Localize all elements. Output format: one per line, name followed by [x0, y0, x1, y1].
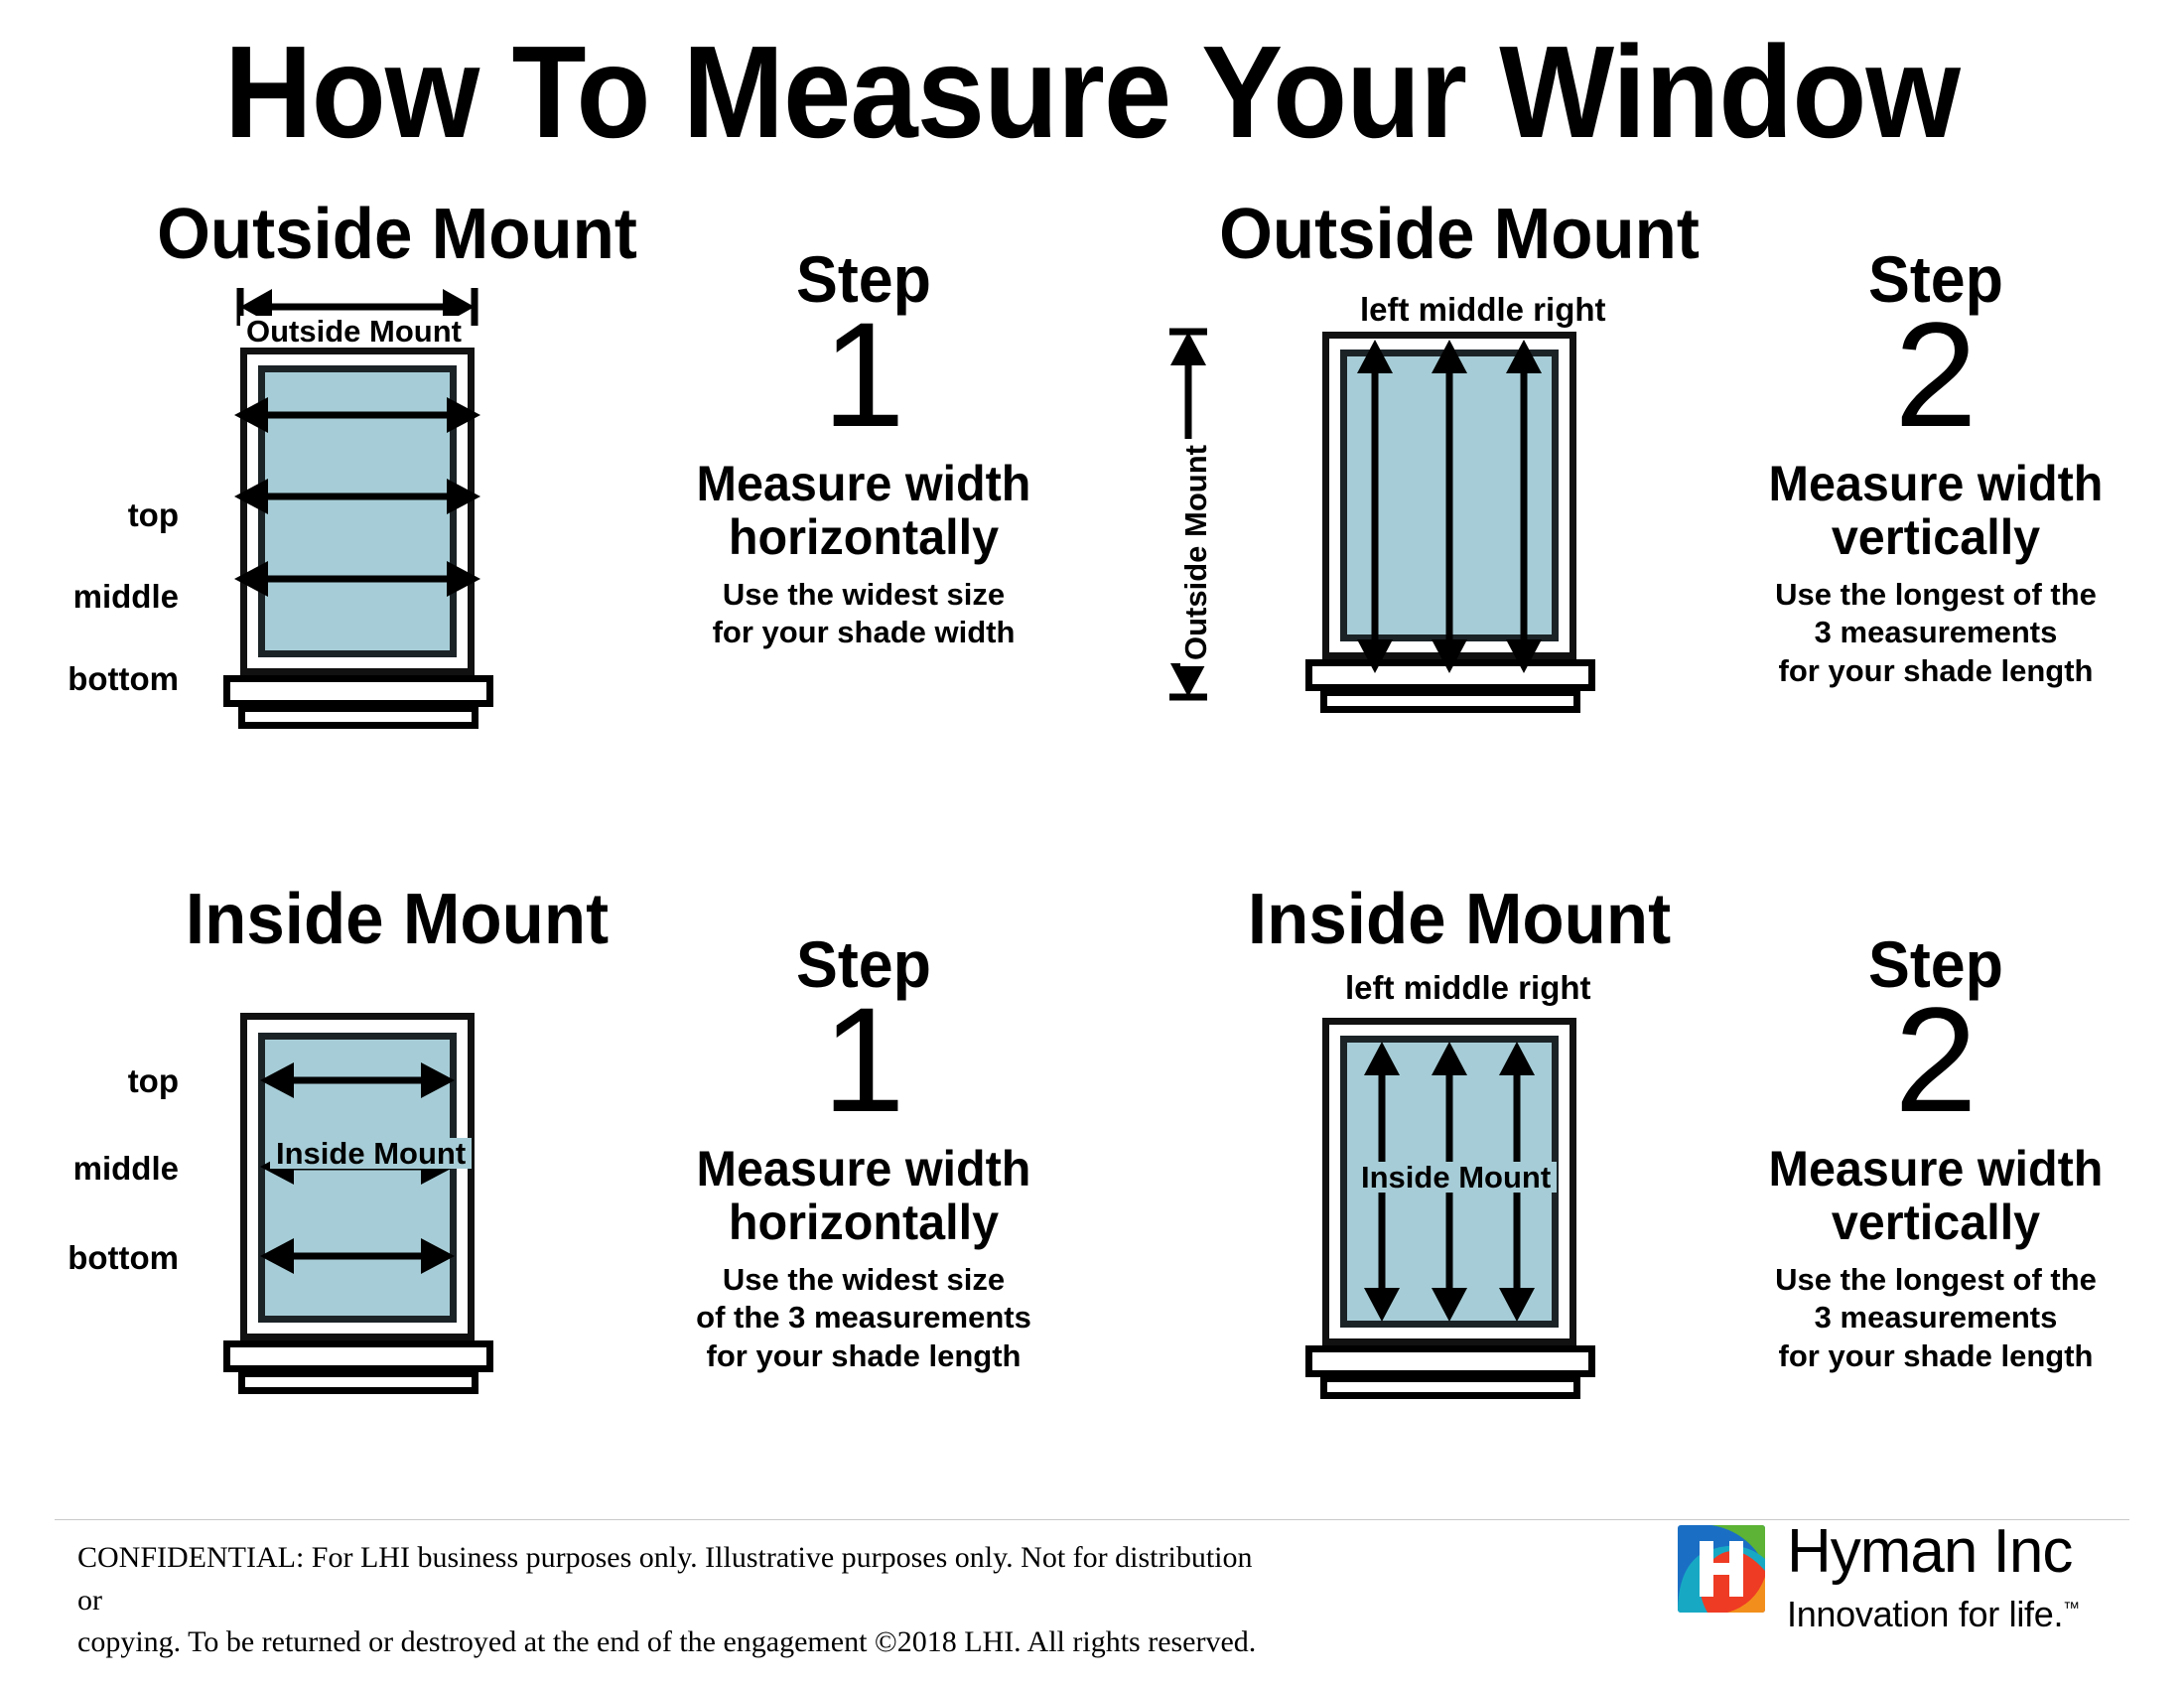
column-labels-outside-2: left middle right — [1360, 291, 1606, 328]
step-main-line1-4: Measure width — [1768, 1141, 2104, 1196]
row-label-middle-3: middle — [72, 1150, 179, 1187]
step-sub-line2-3: of the 3 measurements — [696, 1300, 1031, 1336]
logo-wordmark: Hyman Inc Innovation for life.™ — [1787, 1521, 2080, 1632]
height-measure-arrows-inside-2 — [1364, 1042, 1535, 1322]
step-word-2: Step — [1868, 242, 2003, 316]
step-sub-line2-2: 3 measurements — [1814, 615, 2058, 650]
step-block-2: Step 2 Measure width vertically Use the … — [1727, 246, 2144, 690]
window-apron — [238, 1370, 478, 1394]
logo-tagline: Innovation for life.™ — [1787, 1597, 2080, 1632]
step-sub-line3-4: for your shade length — [1778, 1337, 2094, 1373]
hyman-logo-icon — [1678, 1525, 1765, 1613]
step-main-line1-2: Measure width — [1768, 456, 2104, 511]
confidential-disclaimer: CONFIDENTIAL: For LHI business purposes … — [77, 1537, 1269, 1664]
panel-outside-mount-step2: Outside Mount left middle right Outside … — [1142, 199, 2144, 834]
step-sub-line2-4: 3 measurements — [1814, 1300, 2058, 1336]
logo-company-name: Hyman Inc — [1787, 1517, 2073, 1586]
footer-divider — [55, 1519, 2129, 1520]
panel-outside-mount-step1: Outside Mount Outside Mount — [60, 199, 1062, 834]
row-label-middle-1: middle — [72, 578, 179, 615]
row-label-bottom-3: bottom — [68, 1239, 179, 1276]
logo-tagline-text: Innovation for life. — [1787, 1594, 2064, 1634]
step-number-4: 2 — [1894, 976, 1978, 1143]
column-labels-inside-2: left middle right — [1345, 969, 1591, 1006]
step-main-line2-4: vertically — [1831, 1195, 2041, 1250]
step-main-line2-3: horizontally — [728, 1195, 1000, 1250]
window-sill — [223, 1340, 493, 1372]
panel-title-inside-mount-2: Inside Mount — [1247, 880, 1672, 959]
step-sub-line3-3: for your shade length — [706, 1337, 1022, 1373]
panel-title-outside-mount-1: Outside Mount — [157, 195, 637, 274]
outside-mount-dimension-label-1: Outside Mount — [240, 316, 468, 347]
step-sub-line1-4: Use the longest of the — [1775, 1262, 2097, 1297]
step-block-1: Step 1 Measure width horizontally Use th… — [655, 246, 1072, 652]
panel-title-outside-mount-2: Outside Mount — [1219, 195, 1700, 274]
width-measure-arrows-inside-1 — [260, 1062, 455, 1274]
panel-title-inside-mount-1: Inside Mount — [185, 880, 610, 959]
disclaimer-line-2: copying. To be returned or destroyed at … — [77, 1625, 1257, 1659]
step-sub-line1-1: Use the widest size — [722, 577, 1006, 612]
step-sub-line2-1: for your shade width — [712, 615, 1016, 650]
inside-mount-dimension-label-1: Inside Mount — [270, 1138, 473, 1169]
step-word-4: Step — [1868, 927, 2003, 1001]
step-sub-line1-3: Use the widest size — [722, 1262, 1006, 1297]
step-number-2: 2 — [1894, 291, 1978, 458]
step-word-3: Step — [796, 927, 931, 1001]
company-logo: Hyman Inc Innovation for life.™ — [1678, 1521, 2115, 1674]
step-sub-line3-2: for your shade length — [1778, 652, 2094, 688]
window-diagram-outside-1 — [89, 348, 705, 774]
width-measure-arrows-outside-1 — [234, 397, 480, 597]
inside-mount-dimension-label-2: Inside Mount — [1355, 1162, 1558, 1193]
row-label-top-3: top — [127, 1062, 179, 1099]
panel-inside-mount-step2: Inside Mount left middle right — [1142, 884, 2144, 1519]
row-label-top-1: top — [127, 496, 179, 533]
window-apron — [238, 705, 478, 729]
window-diagram-inside-2: Inside Mount — [1152, 1018, 1767, 1465]
window-apron — [1320, 689, 1580, 713]
step-main-line2-2: vertically — [1831, 509, 2041, 565]
window-sill — [1305, 1345, 1595, 1377]
window-sill — [223, 675, 493, 707]
step-sub-line1-2: Use the longest of the — [1775, 577, 2097, 612]
step-word-1: Step — [796, 242, 931, 316]
panel-inside-mount-step1: Inside Mount Inside Moun — [60, 884, 1062, 1519]
step-block-3: Step 1 Measure width horizontally Use th… — [655, 931, 1072, 1375]
disclaimer-line-1: CONFIDENTIAL: For LHI business purposes … — [77, 1541, 1253, 1617]
height-measure-arrows-outside-2 — [1357, 340, 1542, 673]
step-main-line1-3: Measure width — [696, 1141, 1031, 1196]
step-main-line2-1: horizontally — [728, 509, 1000, 565]
row-label-bottom-1: bottom — [68, 660, 179, 697]
step-block-4: Step 2 Measure width vertically Use the … — [1727, 931, 2144, 1375]
window-diagram-outside-2 — [1152, 332, 1767, 759]
trademark-icon: ™ — [2063, 1599, 2080, 1618]
window-apron — [1320, 1375, 1580, 1399]
step-main-line1-1: Measure width — [696, 456, 1031, 511]
page-title: How To Measure Your Window — [224, 19, 1961, 165]
window-diagram-inside-1: Inside Mount — [89, 1013, 705, 1460]
step-number-1: 1 — [822, 291, 905, 458]
step-number-3: 1 — [822, 976, 905, 1143]
